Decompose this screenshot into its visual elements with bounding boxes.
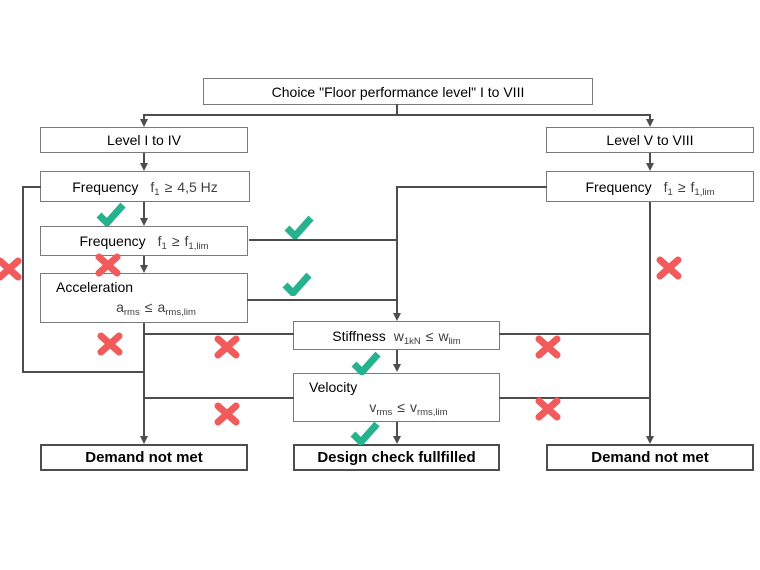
node-level-1-to-4: Level I to IV — [40, 127, 248, 153]
connector-level-to-freqlim-right — [649, 153, 651, 165]
node-stiffness-title: Stiffness — [332, 327, 386, 344]
node-acceleration-title: Acceleration — [56, 279, 134, 295]
connector-to-level-left — [143, 114, 145, 121]
arrowhead-acceleration — [140, 265, 148, 273]
arrowhead-freqlim-left — [140, 218, 148, 226]
node-level-1-to-4-label: Level I to IV — [107, 132, 181, 148]
connector-freqlim-left-pass — [249, 239, 397, 241]
frequency-limit-left-formula: f1≥f1,lim — [157, 233, 209, 252]
cross-icon — [656, 256, 682, 280]
checkmark-icon — [96, 202, 126, 226]
cross-icon — [214, 402, 240, 426]
connector-split-horizontal — [143, 114, 651, 116]
checkmark-icon — [282, 272, 312, 296]
node-velocity: Velocity vrms≤vrms,lim — [293, 373, 500, 422]
connector-left-fail-vertical — [143, 323, 145, 436]
node-frequency-limit-left-title: Frequency — [79, 233, 146, 249]
checkmark-icon — [284, 215, 314, 239]
frequency-limit-right-formula: f1≥f1,lim — [663, 178, 715, 198]
cross-icon — [214, 335, 240, 359]
checkmark-icon — [350, 421, 380, 445]
node-acceleration: Acceleration arms≤arms,lim — [40, 273, 248, 323]
connector-pass-vertical-to-stiffness — [396, 186, 398, 315]
arrowhead-demand-left — [140, 436, 148, 444]
node-design-check-fulfilled-label: Design check fullfilled — [317, 449, 476, 466]
cross-icon — [0, 257, 22, 281]
arrowhead-demand-right — [646, 436, 654, 444]
node-demand-not-met-right-label: Demand not met — [591, 449, 709, 466]
connector-freq45-to-freqlim — [143, 202, 145, 220]
arrowhead-stiffness — [393, 313, 401, 321]
connector-freq45-fail-vertical — [22, 186, 24, 373]
node-design-check-fulfilled: Design check fullfilled — [293, 444, 500, 471]
node-level-5-to-8-label: Level V to VIII — [606, 132, 694, 148]
connector-right-fail-vertical — [649, 202, 651, 436]
connector-to-level-right — [649, 114, 651, 121]
acceleration-formula: arms≤arms,lim — [116, 299, 196, 318]
velocity-formula: vrms≤vrms,lim — [369, 398, 448, 418]
connector-level-to-freq45 — [143, 153, 145, 165]
cross-icon — [95, 253, 121, 277]
node-demand-not-met-left: Demand not met — [40, 444, 248, 471]
node-level-5-to-8: Level V to VIII — [546, 127, 754, 153]
node-choice-label: Choice "Floor performance level" I to VI… — [271, 83, 525, 100]
arrowhead-freq45 — [140, 163, 148, 171]
cross-icon — [535, 335, 561, 359]
cross-icon — [535, 397, 561, 421]
node-frequency-45hz: Frequency f1≥4,5 Hz — [40, 171, 250, 202]
frequency-45hz-formula: f1≥4,5 Hz — [150, 178, 218, 198]
node-stiffness: Stiffness w1kN≤wlim — [293, 321, 500, 350]
node-frequency-limit-left: Frequency f1≥f1,lim — [40, 226, 248, 256]
connector-freqlim-to-acceleration — [143, 256, 145, 267]
connector-velocity-to-result — [396, 422, 398, 436]
connector-freqlim-right-pass — [396, 186, 547, 188]
connector-stiffness-fail-right — [499, 333, 651, 335]
node-demand-not-met-left-label: Demand not met — [85, 449, 203, 466]
connector-stiffness-to-velocity — [396, 350, 398, 366]
node-velocity-title: Velocity — [309, 378, 358, 395]
connector-velocity-fail-left — [143, 397, 294, 399]
arrowhead-level-left — [140, 119, 148, 127]
connector-stiffness-fail-left — [143, 333, 294, 335]
node-demand-not-met-right: Demand not met — [546, 444, 754, 471]
node-choice: Choice "Floor performance level" I to VI… — [203, 78, 593, 105]
stiffness-formula: w1kN≤wlim — [393, 327, 461, 347]
connector-choice-stem — [396, 104, 398, 116]
connector-velocity-fail-right — [499, 397, 651, 399]
node-frequency-limit-right: Frequency f1≥f1,lim — [546, 171, 754, 202]
node-frequency-45hz-title: Frequency — [72, 178, 139, 195]
cross-icon — [97, 332, 123, 356]
arrowhead-velocity — [393, 364, 401, 372]
node-frequency-limit-right-title: Frequency — [585, 178, 652, 195]
connector-freq45-fail-join — [22, 371, 145, 373]
arrowhead-level-right — [646, 119, 654, 127]
connector-acceleration-pass — [247, 299, 397, 301]
arrowhead-design-check — [393, 436, 401, 444]
connector-freq45-fail-out — [22, 186, 41, 188]
checkmark-icon — [351, 351, 381, 375]
arrowhead-freqlim-right — [646, 163, 654, 171]
